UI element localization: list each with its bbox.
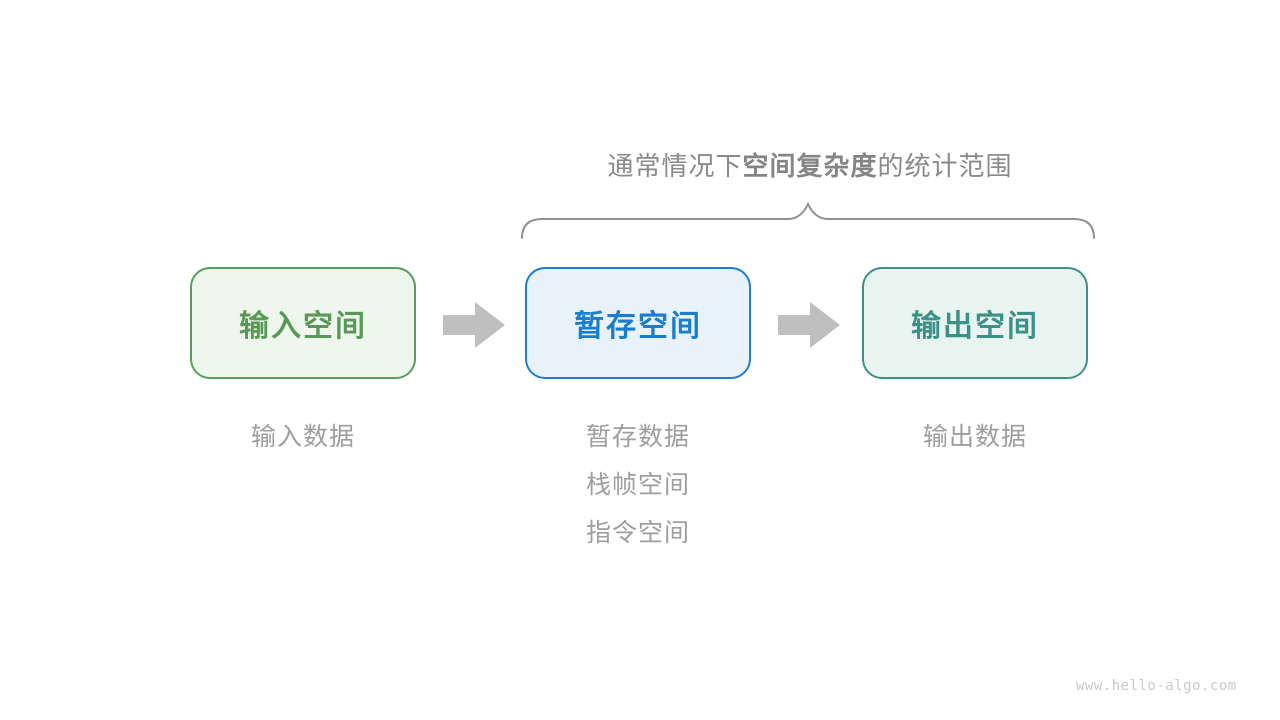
box-temp-space: 暂存空间	[525, 267, 751, 379]
box-input-space: 输入空间	[190, 267, 416, 379]
title-keyword: 空间复杂度	[742, 151, 878, 181]
caption-output: 输出数据	[862, 413, 1088, 461]
watermark: www.hello-algo.com	[1076, 678, 1237, 694]
curly-brace-path	[521, 201, 1095, 239]
right-arrow-icon	[778, 302, 840, 348]
diagram-title: 通常情况下空间复杂度的统计范围	[522, 146, 1098, 183]
right-arrow-icon	[443, 302, 505, 348]
box-input-space-label: 输入空间	[239, 310, 367, 343]
right-arrow-shape	[778, 302, 840, 348]
right-arrow-shape	[443, 302, 505, 348]
caption-line: 暂存数据	[585, 423, 690, 451]
caption-line: 输入数据	[250, 423, 355, 451]
box-output-space-label: 输出空间	[911, 310, 1039, 343]
caption-line: 栈帧空间	[585, 471, 690, 499]
curly-brace	[521, 201, 1095, 239]
box-temp-space-label: 暂存空间	[574, 310, 702, 343]
caption-line: 输出数据	[922, 423, 1027, 451]
box-output-space: 输出空间	[862, 267, 1088, 379]
caption-input: 输入数据	[190, 413, 416, 461]
title-prefix: 通常情况下	[607, 151, 743, 181]
caption-temp: 暂存数据 栈帧空间 指令空间	[525, 413, 751, 557]
title-suffix: 的统计范围	[877, 151, 1013, 181]
caption-line: 指令空间	[585, 519, 690, 547]
